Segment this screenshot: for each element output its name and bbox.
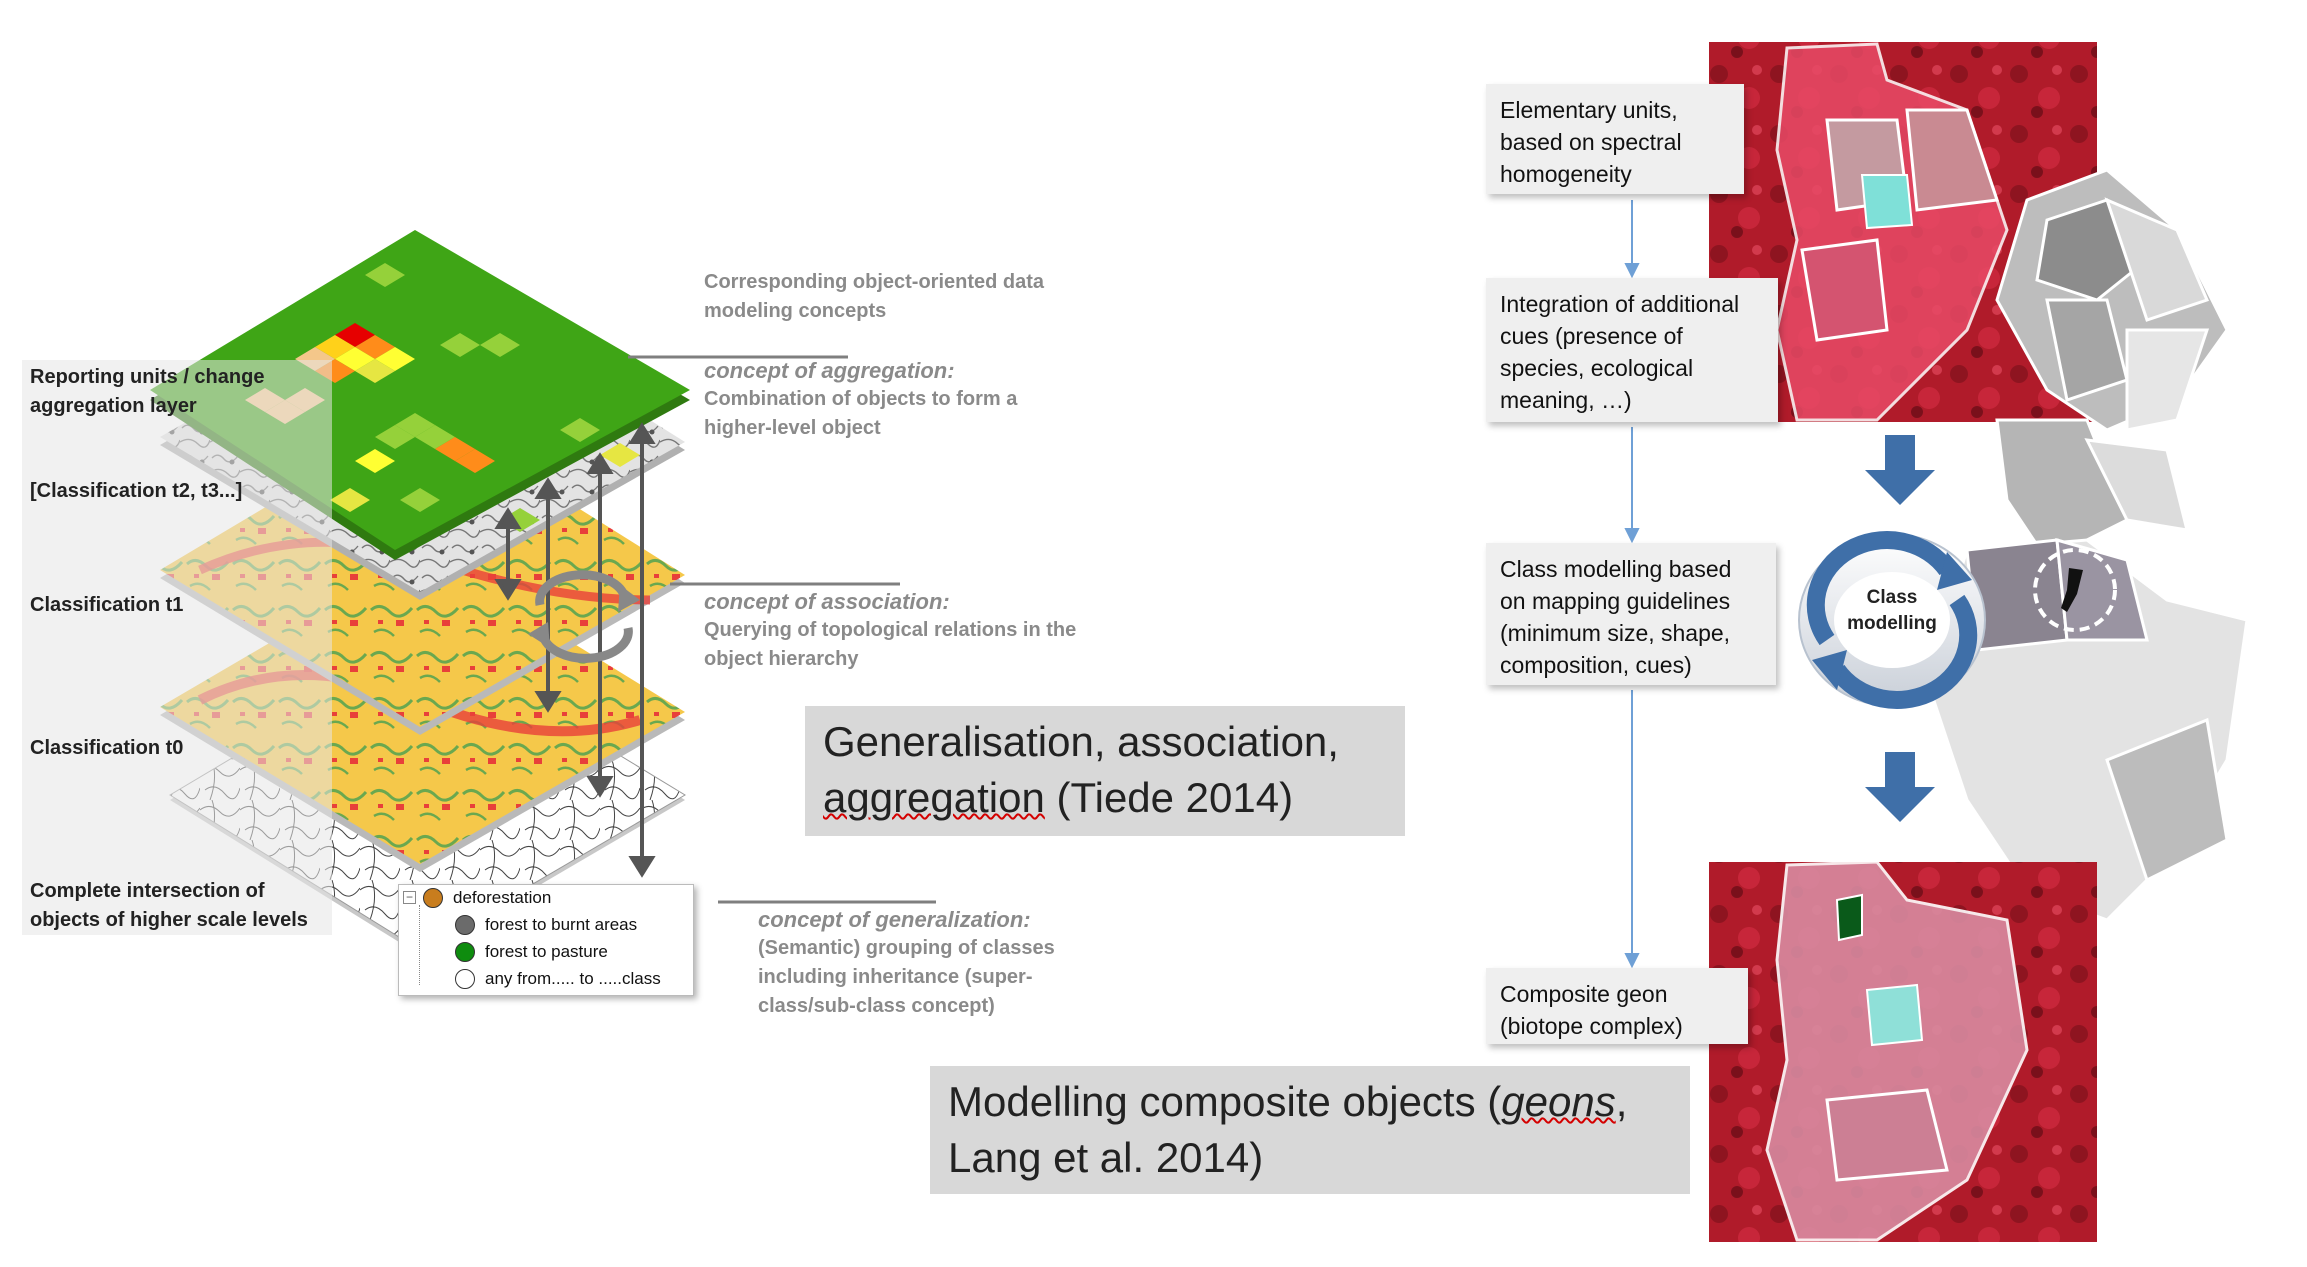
label-intersection: Complete intersection of objects of high…: [30, 880, 308, 931]
step-additional-cues: Integration of additional cues (presence…: [1486, 278, 1778, 422]
level-arrows: [494, 422, 656, 878]
geon-highlight-icon: [2061, 568, 2083, 612]
caption-line-1: Generalisation, association,: [823, 718, 1339, 765]
class-modelling-label-line2: modelling: [1847, 613, 1937, 634]
label-classification-t2: [Classification t2, t3...]: [30, 480, 243, 502]
grey-region-map-top: [1995, 168, 2229, 562]
concept-aggregation: concept of aggregation: Combination of o…: [704, 356, 1064, 443]
concept-generalization-text: (Semantic) grouping of classes including…: [758, 937, 1055, 1017]
caption-post: ,: [1615, 1078, 1628, 1125]
cycle-arrowhead: [528, 622, 550, 648]
layer-stack-diagram: [22, 230, 936, 955]
concepts-header: Corresponding object-oriented data model…: [704, 271, 1045, 322]
class-hierarchy-legend: − deforestation forest to burnt areas fo…: [398, 884, 694, 996]
label-classification-t0: Classification t0: [30, 737, 184, 759]
legend-item-label: any from..... to .....class: [485, 969, 661, 988]
step-composite-geon: Composite geon (biotope complex): [1486, 968, 1748, 1044]
legend-item-label: forest to pasture: [485, 942, 608, 961]
geon-workflow-graphics: [1624, 42, 2249, 1242]
tree-lines: [419, 905, 421, 985]
down-arrow-icon: [1865, 435, 1935, 505]
cycle-arrowhead: [618, 585, 640, 612]
concept-association-text: Querying of topological relations in the…: [704, 619, 1077, 670]
satellite-image-bottom: [1709, 860, 2097, 1242]
caption-word: aggregation: [823, 774, 1045, 821]
class-modelling-cycle-icon: [1798, 531, 1986, 709]
any-class-icon: [455, 969, 475, 989]
root-class-icon: [423, 888, 443, 908]
geon-selection-circle: [2033, 548, 2117, 632]
caption-line-2: Lang et al. 2014): [948, 1134, 1264, 1181]
concept-association-title: concept of association:: [704, 589, 950, 614]
workflow-connector: [1624, 200, 1640, 969]
concept-aggregation-text: Combination of objects to form a higher-…: [704, 388, 1018, 439]
down-arrow-icon: [1865, 752, 1935, 822]
concept-association: concept of association: Querying of topo…: [704, 587, 1084, 674]
class-modelling-label: Class modelling: [1832, 585, 1952, 637]
legend-item-label: forest to burnt areas: [485, 915, 638, 934]
grey-region-map-bottom: [1925, 537, 2249, 922]
concept-aggregation-title: concept of aggregation:: [704, 358, 955, 383]
step-class-modelling: Class modelling based on mapping guideli…: [1486, 543, 1776, 685]
caption-pre: Modelling composite objects (: [948, 1078, 1502, 1125]
caption-generalisation: Generalisation, association, aggregation…: [805, 706, 1405, 836]
tree-collapse-icon: −: [403, 891, 416, 904]
step-elementary-units: Elementary units, based on spectral homo…: [1486, 84, 1744, 194]
caption-line-2: aggregation (Tiede 2014): [823, 770, 1387, 826]
label-band: [22, 360, 332, 935]
caption-line-1: Modelling composite objects (geons,: [948, 1074, 1672, 1130]
burnt-class-icon: [455, 915, 475, 935]
concept-generalization: concept of generalization: (Semantic) gr…: [758, 905, 1078, 1021]
pasture-class-icon: [455, 942, 475, 962]
label-aggregation-layer: Reporting units / change aggregation lay…: [30, 366, 265, 417]
class-modelling-label-line1: Class: [1866, 587, 1918, 608]
caption-modelling-composite: Modelling composite objects (geons, Lang…: [930, 1066, 1690, 1194]
satellite-image-top: [1709, 42, 2097, 422]
label-classification-t1: Classification t1: [30, 594, 184, 616]
caption-rest: (Tiede 2014): [1044, 774, 1294, 821]
caption-word: geons: [1501, 1078, 1616, 1125]
legend-root-label: deforestation: [453, 888, 552, 907]
concept-generalization-title: concept of generalization:: [758, 907, 1031, 932]
